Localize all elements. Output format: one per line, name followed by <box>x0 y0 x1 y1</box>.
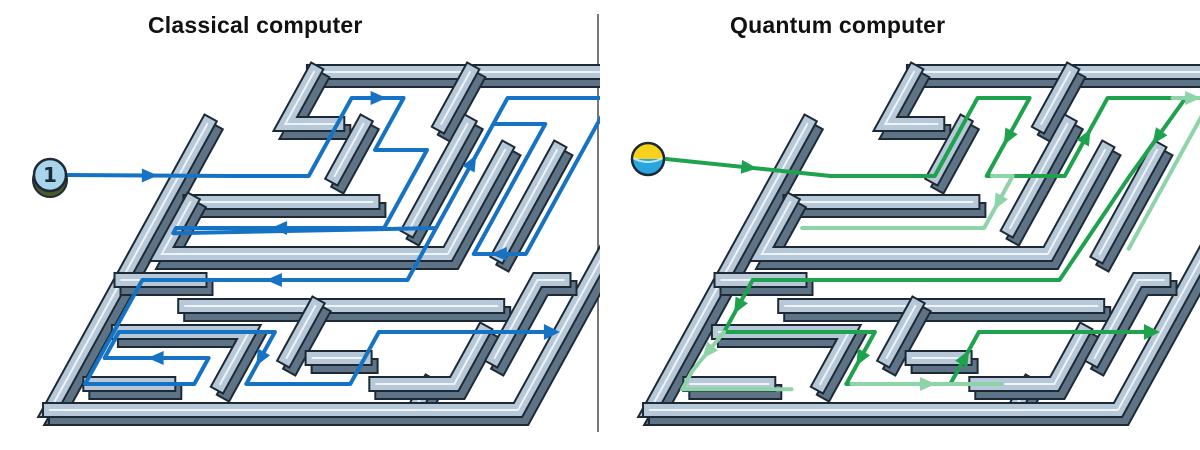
path-arrow-marker <box>490 247 507 261</box>
wall-side <box>407 123 482 245</box>
path-arrow-marker <box>994 192 1008 210</box>
wall-highlight <box>439 70 472 126</box>
wall-side <box>1039 71 1085 141</box>
wall-highlight <box>1098 148 1159 256</box>
wall-highlight <box>912 71 1200 73</box>
wall-highlight <box>760 148 1107 255</box>
wall-side <box>332 123 378 193</box>
quantum-path <box>664 91 1200 392</box>
wall-highlight <box>408 122 469 230</box>
path-arrow-marker <box>141 168 158 183</box>
bit-ball-icon: 1 <box>32 157 68 198</box>
wall-side <box>884 305 930 375</box>
path-arrow-marker <box>147 351 164 365</box>
bit-value-label: 1 <box>43 163 57 187</box>
wall-side <box>284 305 330 375</box>
classical-title: Classical computer <box>148 12 363 38</box>
wall-side <box>932 123 978 193</box>
path-arrow-marker <box>370 91 387 105</box>
wall-highlight <box>312 71 600 73</box>
wall-highlight <box>885 304 917 360</box>
path-arrow-marker <box>734 296 748 314</box>
path-arrow-marker <box>1185 91 1200 105</box>
classical-maze: 1 <box>32 61 600 426</box>
path-arrow-marker <box>856 348 871 366</box>
path-end-arrow <box>1143 324 1160 340</box>
path-arrow-marker <box>955 350 969 368</box>
path-arrow-marker <box>1003 127 1018 145</box>
path-arrow-marker <box>271 221 288 235</box>
panel-divider <box>597 14 599 432</box>
qubit-ball-icon <box>630 141 666 177</box>
path-arrow-marker <box>740 159 758 174</box>
wall-highlight <box>285 304 317 360</box>
wall-highlight <box>333 122 365 178</box>
wall-highlight <box>283 70 339 125</box>
classical-path <box>65 91 600 386</box>
wall-highlight <box>49 258 600 411</box>
path-arrow-marker <box>919 377 936 391</box>
quantum-maze <box>630 61 1200 426</box>
path-line <box>65 96 600 386</box>
wall-side <box>497 149 572 271</box>
path-arrow-marker <box>462 155 477 173</box>
wall-side <box>1007 123 1082 245</box>
path-arrow-marker <box>256 348 271 366</box>
wall-highlight <box>375 330 485 385</box>
path-arrow-marker <box>1152 127 1168 145</box>
quantum-title: Quantum computer <box>730 12 946 38</box>
wall-highlight <box>498 148 559 256</box>
wall-highlight <box>649 258 1200 411</box>
path-arrow-marker <box>1076 129 1091 147</box>
path-arrow-marker <box>702 341 719 359</box>
wall-highlight <box>1039 70 1072 126</box>
wall-highlight <box>883 70 939 125</box>
path-end-arrow <box>543 324 560 340</box>
wall-side <box>1097 149 1172 271</box>
wall-side <box>439 71 485 141</box>
quantum-maze-walls <box>636 61 1200 426</box>
path-arrow-marker <box>265 273 282 287</box>
